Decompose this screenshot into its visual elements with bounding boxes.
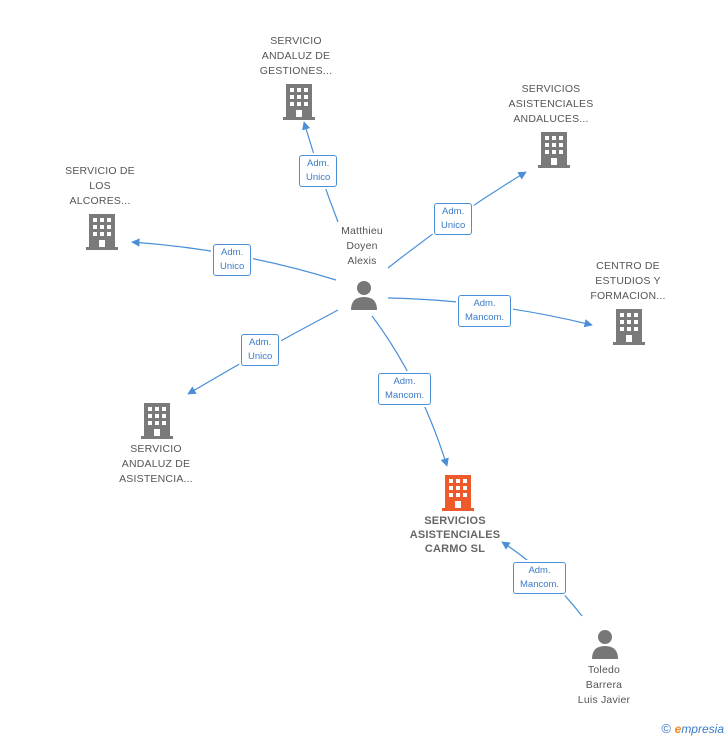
- person-icon[interactable]: [591, 629, 619, 664]
- second-person-name[interactable]: Toledo Barrera Luis Javier: [577, 664, 631, 706]
- center-person-name[interactable]: Matthieu Doyen Alexis: [341, 225, 383, 267]
- relation-badge-andaluces[interactable]: Adm. Unico: [434, 203, 473, 235]
- company-andaluces-name[interactable]: SERVICIOS ASISTENCIALES ANDALUCES...: [508, 83, 594, 125]
- person-icon[interactable]: [350, 280, 378, 315]
- company-alcores-name[interactable]: SERVICIO DE LOS ALCORES...: [65, 165, 135, 207]
- company-centro-name[interactable]: CENTRO DE ESTUDIOS Y FORMACION...: [590, 260, 666, 302]
- building-icon[interactable]: [538, 132, 570, 173]
- copyright-brand[interactable]: © empresia: [661, 721, 724, 736]
- building-icon[interactable]: [141, 403, 173, 444]
- relation-badge-alcores[interactable]: Adm. Unico: [213, 244, 252, 276]
- relation-badge-carmo[interactable]: Adm. Mancom.: [378, 373, 432, 405]
- relation-badge-asistencia[interactable]: Adm. Unico: [241, 334, 280, 366]
- relation-badge-centro[interactable]: Adm. Mancom.: [458, 295, 512, 327]
- copyright-icon: ©: [661, 721, 671, 736]
- brand-logo: empresia: [674, 722, 724, 736]
- building-icon[interactable]: [86, 214, 118, 255]
- relation-badge-gestiones[interactable]: Adm. Unico: [299, 155, 338, 187]
- building-icon[interactable]: [283, 84, 315, 125]
- building-icon[interactable]: [613, 309, 645, 350]
- relation-badge-toledo-carmo[interactable]: Adm. Mancom.: [513, 562, 567, 594]
- company-asistencia-name[interactable]: SERVICIO ANDALUZ DE ASISTENCIA...: [119, 443, 193, 485]
- company-carmo-name[interactable]: SERVICIOS ASISTENCIALES CARMO SL: [409, 515, 501, 555]
- building-icon[interactable]: [442, 475, 474, 516]
- company-gestiones-name[interactable]: SERVICIO ANDALUZ DE GESTIONES...: [259, 35, 333, 77]
